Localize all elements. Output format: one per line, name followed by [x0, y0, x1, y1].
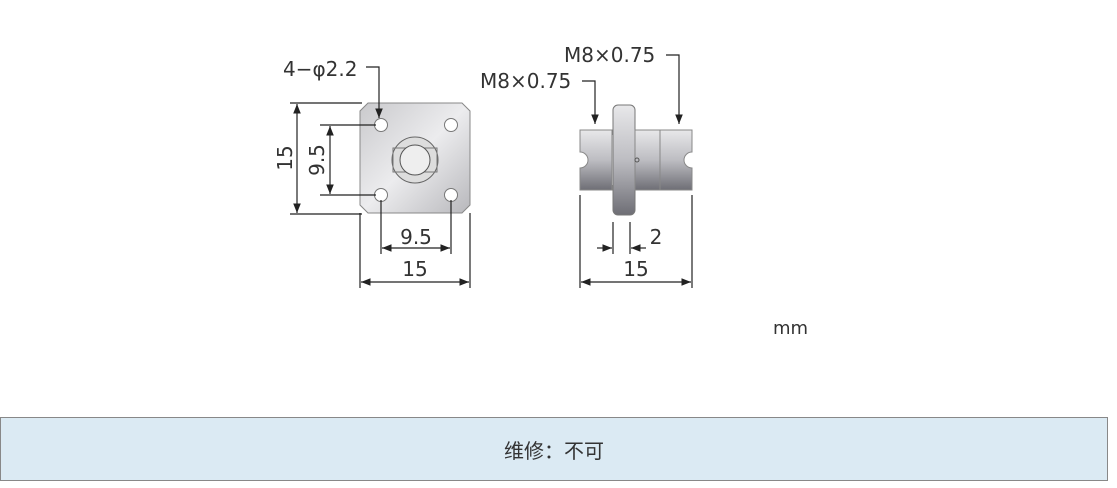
mount-hole	[374, 188, 388, 202]
dimension-drawing: 15 9.5 9.5 15 4−φ2.2 15	[273, 43, 693, 288]
thread-left-label: M8×0.75	[480, 69, 571, 93]
mount-hole	[444, 188, 458, 202]
mount-hole	[374, 118, 388, 132]
unit-label: mm	[773, 318, 809, 339]
thread-right-label: M8×0.75	[564, 43, 655, 67]
hole-label: 4−φ2.2	[283, 57, 357, 81]
mount-hole	[444, 118, 458, 132]
side-view: 15 2 M8×0.75 M8×0.75	[480, 43, 693, 288]
left-nut	[579, 129, 613, 191]
repair-banner: 维修：不可	[0, 417, 1108, 481]
front-view: 15 9.5 9.5 15 4−φ2.2	[273, 57, 471, 288]
hole-pitch-v-label: 9.5	[305, 144, 329, 176]
right-nut	[659, 129, 693, 191]
hole-pitch-h-label: 9.5	[400, 225, 432, 249]
flange	[612, 104, 636, 216]
length-label: 15	[623, 257, 648, 281]
width-label: 15	[402, 257, 427, 281]
height-label: 15	[273, 145, 297, 170]
repair-text: 维修：不可	[504, 438, 604, 463]
flange-label: 2	[650, 225, 663, 249]
connector-inner	[399, 144, 431, 176]
